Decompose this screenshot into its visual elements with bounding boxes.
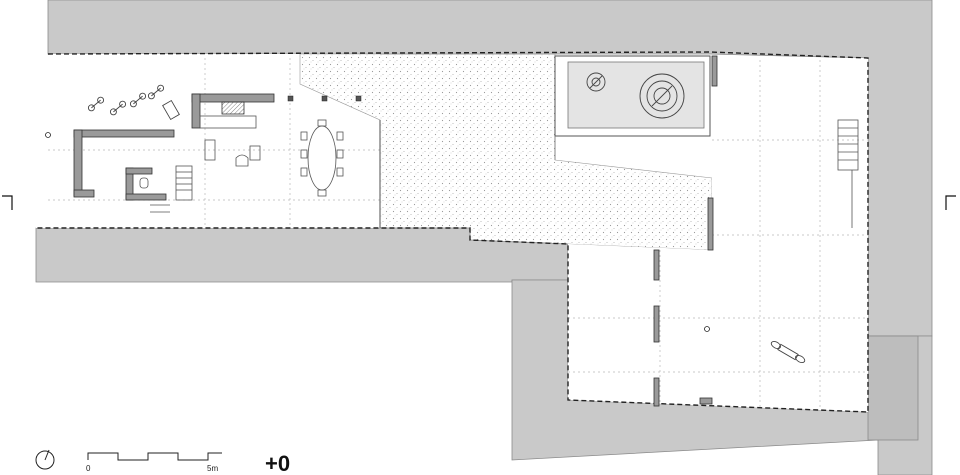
section-marker-icon bbox=[2, 195, 13, 210]
wall-pool-right bbox=[711, 55, 718, 87]
fountain-small bbox=[586, 72, 606, 92]
dining-table bbox=[307, 125, 337, 191]
floor-areas bbox=[36, 53, 868, 412]
scale-end-label: 5m bbox=[207, 464, 218, 473]
lower-rooms-floor bbox=[568, 244, 712, 406]
mass-corner-block bbox=[867, 335, 919, 441]
furniture bbox=[139, 115, 859, 228]
right-hall-floor bbox=[712, 56, 868, 412]
wall-lower-b bbox=[653, 305, 660, 343]
hall-stair bbox=[837, 119, 859, 228]
armchair bbox=[235, 154, 249, 167]
wall-core-left bbox=[191, 93, 201, 129]
sink bbox=[249, 145, 261, 161]
bicycle-icon bbox=[109, 100, 127, 116]
section-marker-icon bbox=[945, 195, 956, 210]
fountain-large bbox=[639, 73, 685, 119]
bicycle-symbols bbox=[87, 84, 806, 364]
wall-lower-a bbox=[653, 249, 660, 281]
left-wing-floor bbox=[36, 54, 380, 228]
wall-wc-left bbox=[73, 129, 83, 197]
level-label: +0 bbox=[265, 451, 290, 475]
motorbike-icon bbox=[770, 340, 806, 364]
section-walls bbox=[73, 55, 718, 407]
bench bbox=[162, 99, 180, 121]
grid-lines bbox=[48, 58, 868, 410]
dining-chairs bbox=[300, 119, 344, 197]
bicycle-icon bbox=[129, 92, 147, 108]
kitchen-counter bbox=[199, 115, 257, 129]
north-arrow-icon bbox=[35, 449, 55, 470]
wall-wc2-bottom bbox=[125, 193, 167, 201]
pool-fixtures bbox=[586, 72, 685, 119]
scale-start-label: 0 bbox=[86, 464, 91, 473]
wall-wc-bottom bbox=[73, 189, 95, 198]
toilet bbox=[139, 177, 149, 189]
scale-bar bbox=[87, 452, 222, 461]
bicycle-icon bbox=[147, 84, 165, 100]
wall-door-stub bbox=[699, 397, 713, 405]
wall-block-hatched bbox=[221, 101, 245, 115]
wall-lower-c bbox=[653, 377, 660, 407]
wall-core-top bbox=[191, 93, 275, 103]
dashed-outline bbox=[36, 51, 869, 413]
kitchen-island bbox=[204, 139, 216, 161]
wall-court-right bbox=[707, 197, 714, 251]
wall-wc-top bbox=[73, 129, 175, 138]
bicycle-icon bbox=[87, 96, 105, 112]
pool-inner bbox=[567, 61, 705, 129]
entry-stair bbox=[175, 165, 193, 201]
columns bbox=[45, 95, 710, 332]
wall-wc2-top bbox=[125, 167, 153, 175]
